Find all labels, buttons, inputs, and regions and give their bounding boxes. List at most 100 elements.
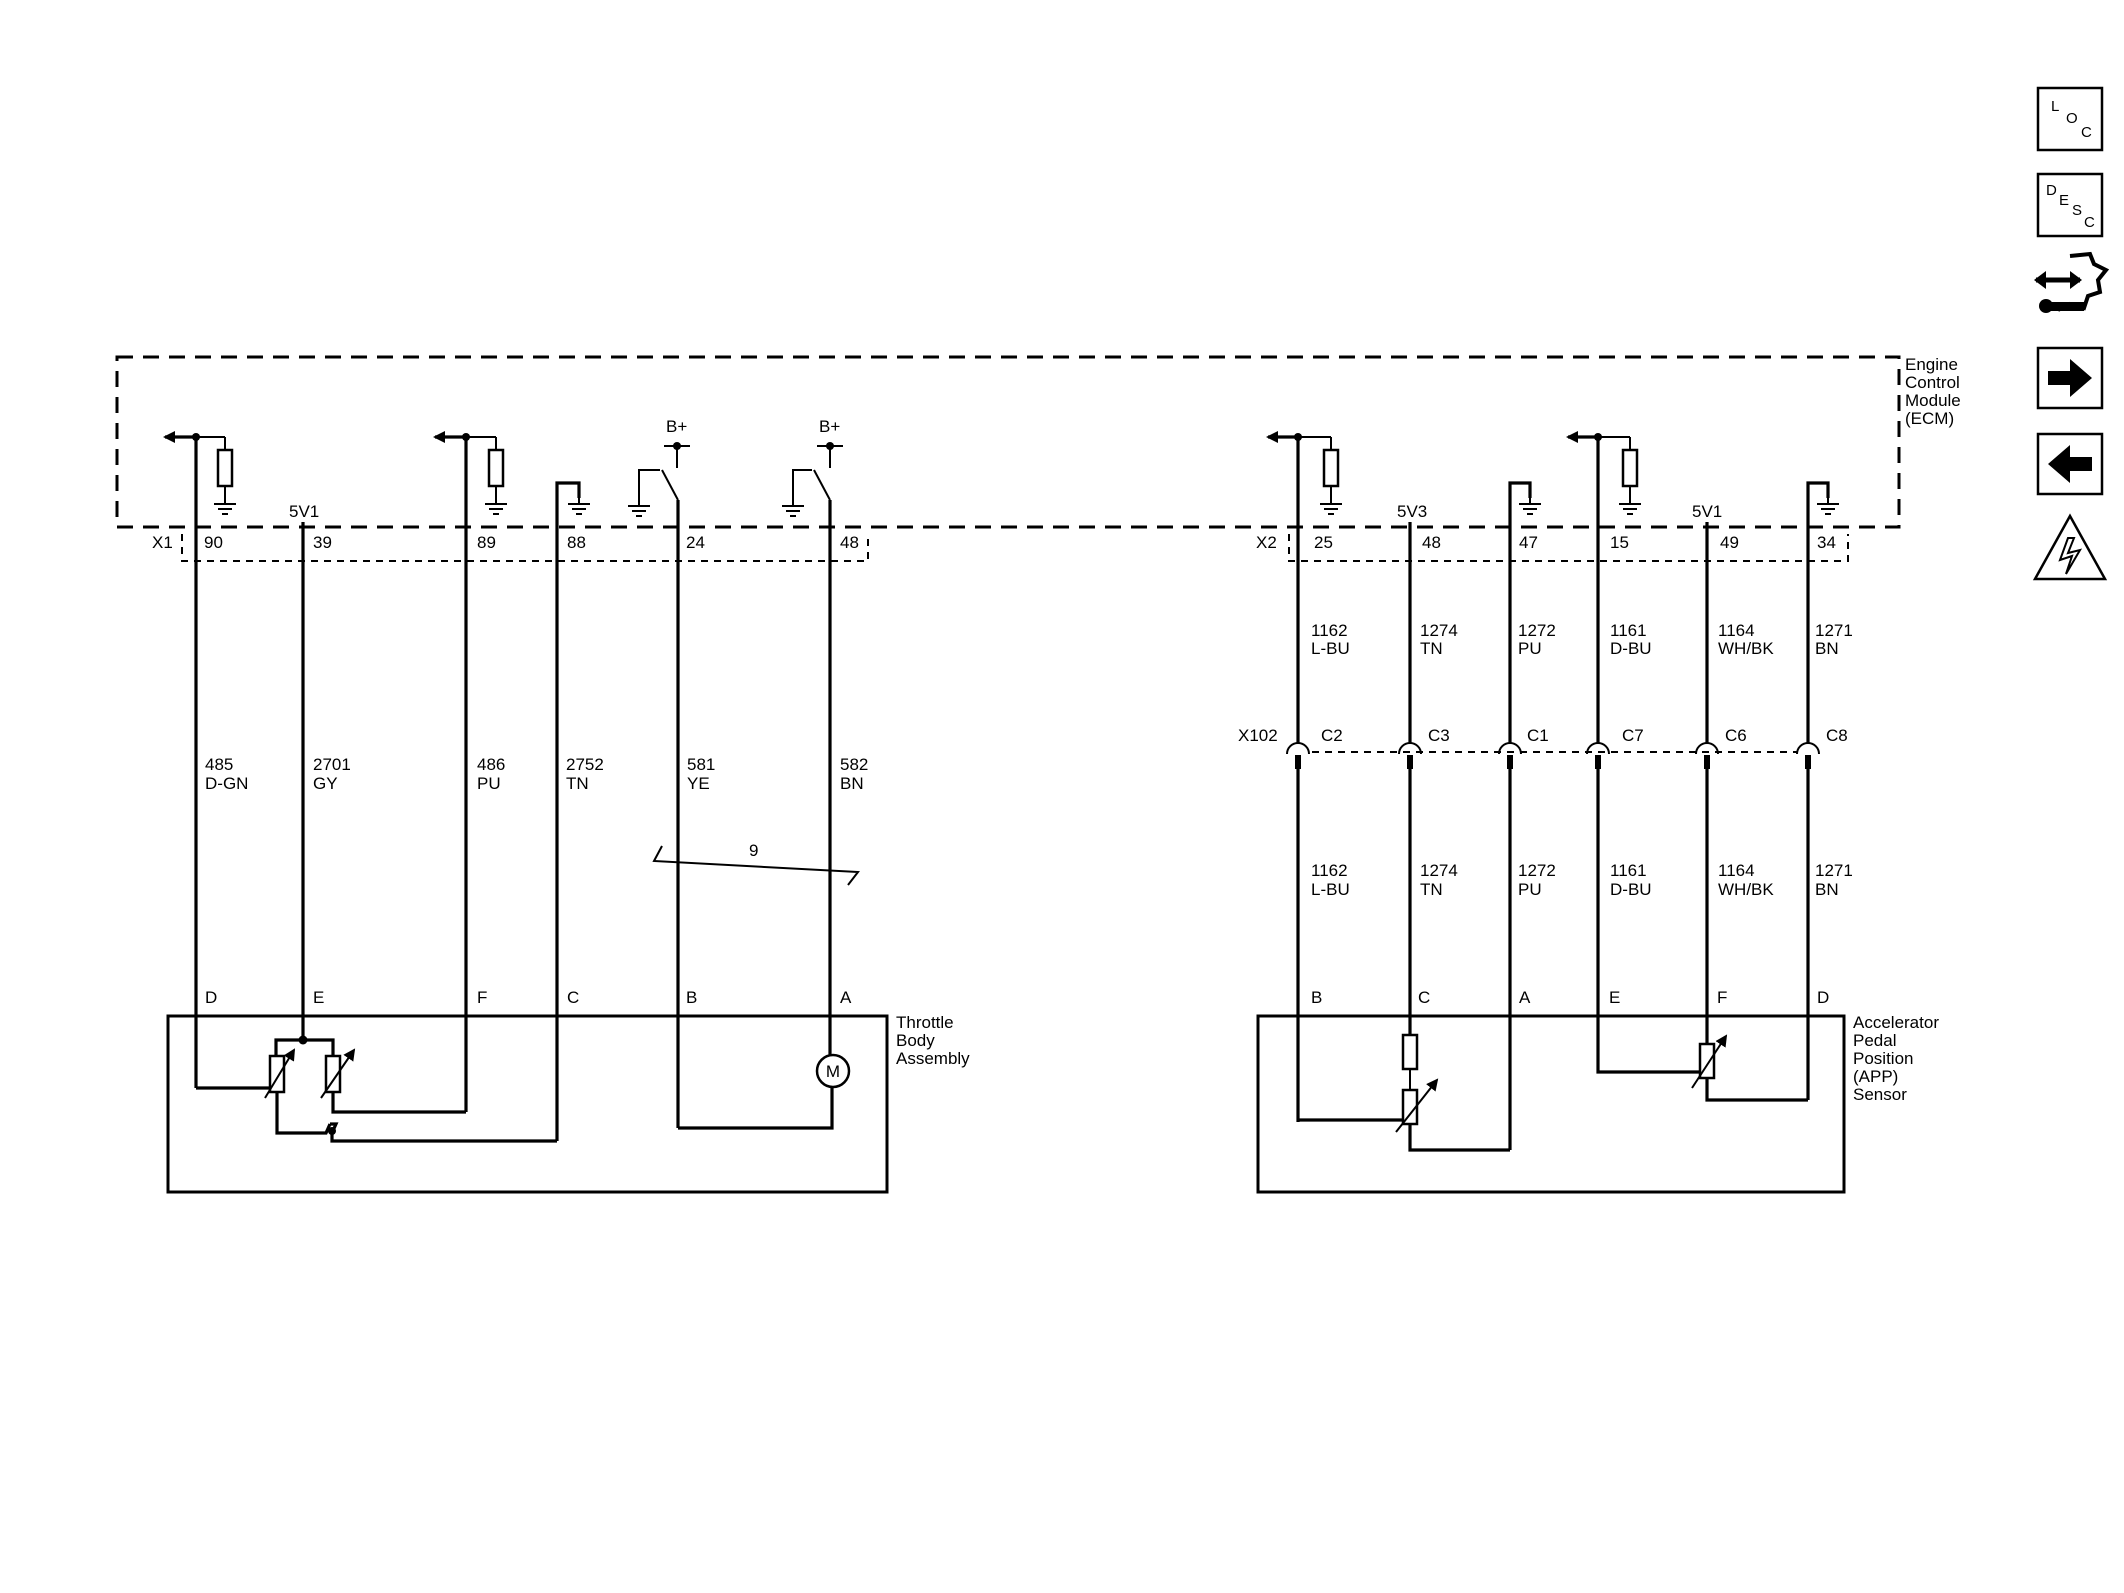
app-label-line-2: Pedal — [1853, 1031, 1896, 1050]
terminal-a-throttle: A — [840, 988, 852, 1007]
previous-arrow-icon[interactable] — [2036, 432, 2104, 496]
component-view-icon[interactable] — [2034, 251, 2110, 313]
circuit-1272-upper: 1272 — [1518, 621, 1556, 640]
circuit-1164-upper: 1164 — [1718, 621, 1755, 640]
color-l-bu-upper: L-BU — [1311, 639, 1350, 658]
color-d-gn: D-GN — [205, 774, 248, 793]
supply-label-5v1-right: 5V1 — [1692, 502, 1722, 521]
terminal-e-throttle: E — [313, 988, 324, 1007]
throttle-terminals: D E F C B A — [205, 988, 852, 1007]
twisted-pair: 9 — [652, 841, 860, 886]
right-wires-lower — [1296, 769, 1810, 1150]
connector-x2-label: X2 — [1256, 533, 1277, 552]
electrical-warning-icon[interactable] — [2032, 513, 2108, 581]
terminal-d-throttle: D — [205, 988, 217, 1007]
color-pu-lower: PU — [1518, 880, 1542, 899]
ecm-label: Engine Control Module (ECM) — [1905, 355, 1961, 428]
pin-39: 39 — [313, 533, 332, 552]
throttle-label-line-2: Body — [896, 1031, 935, 1050]
bplus-label-48: B+ — [819, 417, 840, 436]
color-wh-bk-upper: WH/BK — [1718, 639, 1774, 658]
pullup-circuit-25 — [1266, 431, 1343, 515]
pin-49: 49 — [1720, 533, 1739, 552]
color-wh-bk-lower: WH/BK — [1718, 880, 1774, 899]
connector-x2: X2 25 48 47 15 49 34 — [1256, 533, 1849, 562]
ecm-label-line-2: Control — [1905, 373, 1960, 392]
cavity-c2: C2 — [1286, 726, 1343, 769]
circuit-581: 581 — [687, 755, 715, 774]
cavity-c6: C6 — [1695, 726, 1747, 769]
color-bn: BN — [840, 774, 864, 793]
cavity-c2-label: C2 — [1321, 726, 1343, 745]
loc-icon-o: O — [2066, 110, 2078, 127]
cavity-c3: C3 — [1398, 726, 1450, 769]
app-terminals: B C A E F D — [1311, 988, 1829, 1007]
terminal-b-throttle: B — [686, 988, 697, 1007]
pin-15: 15 — [1610, 533, 1629, 552]
cavity-c8: C8 — [1796, 726, 1848, 769]
circuit-2701: 2701 — [313, 755, 351, 774]
terminal-c-throttle: C — [567, 988, 579, 1007]
app-label-line-1: Accelerator — [1853, 1013, 1939, 1032]
pin-88: 88 — [567, 533, 586, 552]
pin-90: 90 — [204, 533, 223, 552]
inline-connector-x102: X102 C2 C3 C1 C7 C6 — [1238, 726, 1848, 769]
app-label-line-3: Position — [1853, 1049, 1913, 1068]
right-wires-upper — [1296, 437, 1810, 743]
bplus-label-24: B+ — [666, 417, 687, 436]
ecm-internal-right: 5V3 5V1 — [1266, 431, 1840, 535]
terminal-c-app: C — [1418, 988, 1430, 1007]
circuit-486: 486 — [477, 755, 505, 774]
supply-label-5v3: 5V3 — [1397, 502, 1427, 521]
throttle-label-line-3: Assembly — [896, 1049, 970, 1068]
switch-circuit-24: B+ — [627, 417, 690, 535]
terminal-a-app: A — [1519, 988, 1531, 1007]
loc-icon[interactable]: L O C — [2036, 86, 2104, 152]
app-sensor-2 — [1596, 1034, 1808, 1102]
terminal-b-app: B — [1311, 988, 1322, 1007]
desc-icon[interactable]: D E S C — [2036, 172, 2104, 238]
pin-24: 24 — [686, 533, 705, 552]
loc-icon-c: C — [2081, 124, 2092, 141]
terminal-f-throttle: F — [477, 988, 487, 1007]
next-arrow-icon[interactable] — [2036, 346, 2104, 410]
left-wires — [194, 437, 832, 1141]
throttle-label-line-1: Throttle — [896, 1013, 954, 1032]
motor-label: M — [826, 1062, 840, 1081]
circuit-1162-lower: 1162 — [1311, 861, 1348, 880]
supply-label-5v1-left: 5V1 — [289, 502, 319, 521]
terminal-e-app: E — [1609, 988, 1620, 1007]
circuit-1272-lower: 1272 — [1518, 861, 1556, 880]
left-wire-labels: 485 D-GN 2701 GY 486 PU 2752 TN 581 YE 5… — [205, 755, 868, 793]
pullup-circuit-15 — [1566, 431, 1642, 515]
circuit-1274-upper: 1274 — [1420, 621, 1458, 640]
ecm-label-line-1: Engine — [1905, 355, 1958, 374]
pin-25: 25 — [1314, 533, 1333, 552]
color-d-bu-lower: D-BU — [1610, 880, 1652, 899]
circuit-1162-upper: 1162 — [1311, 621, 1348, 640]
pin-89: 89 — [477, 533, 496, 552]
right-wire-labels-upper: 1162 L-BU 1274 TN 1272 PU 1161 D-BU 1164… — [1311, 621, 1853, 658]
ground-circuit-34 — [1806, 481, 1840, 535]
ecm-label-line-4: (ECM) — [1905, 409, 1954, 428]
terminal-d-app: D — [1817, 988, 1829, 1007]
circuit-582: 582 — [840, 755, 868, 774]
cavity-c6-label: C6 — [1725, 726, 1747, 745]
circuit-1271-upper: 1271 — [1815, 621, 1853, 640]
side-icon-bar: L O C D E S C — [2032, 86, 2110, 581]
throttle-motor: M — [678, 1050, 851, 1130]
ground-circuit-47 — [1508, 481, 1542, 535]
desc-icon-d: D — [2046, 182, 2057, 199]
circuit-1271-lower: 1271 — [1815, 861, 1853, 880]
color-tn-lower: TN — [1420, 880, 1443, 899]
cavity-c1: C1 — [1498, 726, 1549, 769]
color-pu: PU — [477, 774, 501, 793]
circuit-2752: 2752 — [566, 755, 604, 774]
cavity-c8-label: C8 — [1826, 726, 1848, 745]
cavity-c1-label: C1 — [1527, 726, 1549, 745]
desc-icon-c: C — [2084, 214, 2095, 231]
color-bn-upper: BN — [1815, 639, 1839, 658]
color-pu-upper: PU — [1518, 639, 1542, 658]
twisted-pair-label: 9 — [749, 841, 758, 860]
